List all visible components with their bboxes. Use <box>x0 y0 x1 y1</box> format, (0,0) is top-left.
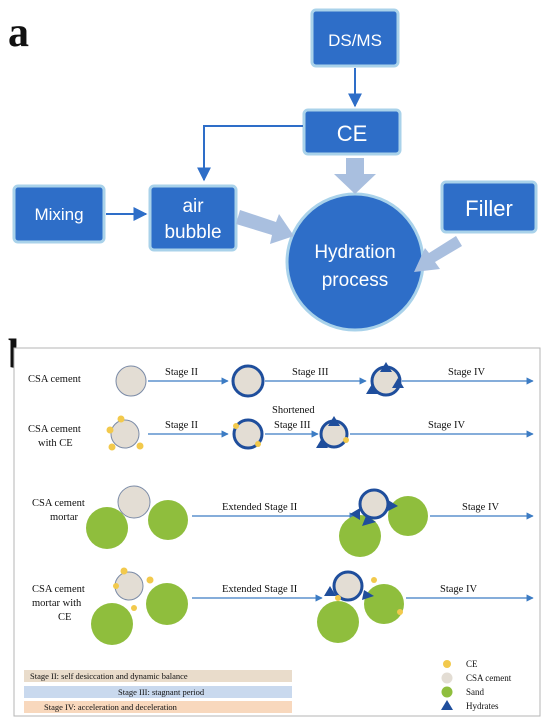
ce-particle-icon <box>108 443 116 451</box>
cement-grain-coated-icon <box>232 418 264 450</box>
ce-particle-icon <box>117 415 125 423</box>
row4-stage4-label: Stage IV <box>440 584 477 595</box>
cement-grain-icon <box>117 485 151 519</box>
sand-grain-icon <box>91 603 133 645</box>
row3-label-line2: mortar <box>50 512 78 523</box>
hydrate-triangle-icon <box>316 438 328 448</box>
row3-label-line1: CSA cement <box>32 498 85 509</box>
air-bubble-line2: bubble <box>164 222 221 243</box>
ce-particle-icon <box>131 605 137 611</box>
hydration-process-node: Hydration process <box>285 192 425 332</box>
row1-label: CSA cement <box>28 374 81 385</box>
cement-grain-hydrated-icon <box>332 570 364 602</box>
hydrate-triangle-icon <box>362 516 376 526</box>
ce-label: CE <box>337 121 368 146</box>
row1-stage2-label: Stage II <box>165 367 198 378</box>
row4-label-line3: CE <box>58 612 71 623</box>
ce-particle-icon <box>233 423 239 429</box>
filler-box: Filler <box>440 180 538 234</box>
air-bubble-box: air bubble <box>148 184 238 252</box>
ce-particle-icon <box>113 583 119 589</box>
row2-stage4-label: Stage IV <box>428 420 465 431</box>
arrow-ce-to-air-bubble <box>197 125 303 182</box>
row1-stage4-label: Stage IV <box>448 367 485 378</box>
row3-stage-sequence: Extended Stage II Stage IV <box>86 485 534 557</box>
sand-grain-icon <box>388 496 428 536</box>
row2-label-line1: CSA cement <box>28 424 81 435</box>
sand-grain-icon <box>146 583 188 625</box>
mixing-label: Mixing <box>34 205 83 224</box>
stage2-key-bar <box>24 670 292 682</box>
row4-stage-sequence: Extended Stage II Stage IV <box>91 567 534 645</box>
cement-grain-icon <box>115 365 147 397</box>
legend-ce-label: CE <box>466 659 478 669</box>
ce-particle-icon <box>255 441 261 447</box>
cement-grain-icon <box>110 419 140 449</box>
fat-arrow-air-to-hydration <box>236 210 294 244</box>
ce-particle-icon <box>146 576 154 584</box>
row3-stage2-label: Extended Stage II <box>222 502 298 513</box>
ce-box: CE <box>302 108 402 156</box>
row3-stage4-label: Stage IV <box>462 502 499 513</box>
sand-grain-icon <box>148 500 188 540</box>
stage-key: Stage II: self desiccation and dynamic b… <box>24 670 292 713</box>
legend-cement-label: CSA cement <box>466 673 512 683</box>
air-bubble-line1: air <box>182 196 204 217</box>
cement-grain-hydrated-icon <box>358 488 390 520</box>
row4-label-line1: CSA cement <box>32 584 85 595</box>
fat-arrow-filler-to-hydration <box>414 236 462 272</box>
ce-particle-icon <box>136 442 144 450</box>
symbol-legend: CE CSA cement Sand Hydrates <box>441 659 512 711</box>
stage3-key-text: Stage III: stagnant period <box>118 687 205 697</box>
stage2-key-text: Stage II: self desiccation and dynamic b… <box>30 671 188 681</box>
legend-hydrates-label: Hydrates <box>466 701 499 711</box>
dsms-label: DS/MS <box>328 31 382 50</box>
hydration-line1: Hydration <box>314 242 395 263</box>
row4-label-line2: mortar with <box>32 598 82 609</box>
hydrate-triangle-icon <box>441 700 453 710</box>
hydrate-triangle-icon <box>386 500 398 512</box>
hydrate-triangle-icon <box>380 362 392 372</box>
ce-particle-icon <box>335 595 341 601</box>
row2-shortened-label: Shortened <box>272 405 315 416</box>
stage4-key-text: Stage IV: acceleration and deceleration <box>44 702 178 712</box>
row2-stage2-label: Stage II <box>165 420 198 431</box>
fat-arrow-ce-to-hydration <box>334 158 376 194</box>
ce-particle-icon <box>443 660 451 668</box>
legend-sand-label: Sand <box>466 687 485 697</box>
sand-grain-icon <box>317 601 359 643</box>
dsms-box: DS/MS <box>310 8 400 68</box>
hydrate-triangle-icon <box>362 590 374 600</box>
hydrate-triangle-icon <box>324 586 336 596</box>
hydrate-triangle-icon <box>350 508 360 520</box>
row4-stage2-label: Extended Stage II <box>222 584 298 595</box>
sand-grain-icon <box>86 507 128 549</box>
row2-stage-sequence: Stage II Shortened Stage III Stage IV <box>106 405 534 451</box>
sand-grain-icon <box>339 515 381 557</box>
cement-grain-icon <box>114 571 144 601</box>
sand-grain-icon <box>364 584 404 624</box>
ce-particle-icon <box>106 426 114 434</box>
stage4-key-bar <box>24 701 292 713</box>
ce-particle-icon <box>120 567 128 575</box>
sand-grain-icon <box>441 686 453 698</box>
row2-label-line2: with CE <box>38 438 73 449</box>
row1-stage3-label: Stage III <box>292 367 329 378</box>
stage3-key-bar <box>24 686 292 698</box>
filler-label: Filler <box>465 196 513 221</box>
panel-a-letter: a <box>8 10 29 56</box>
row1-stage-sequence: Stage II Stage III Stage IV <box>115 362 534 398</box>
hydrate-triangle-icon <box>366 384 378 394</box>
cement-grain-coated-icon <box>231 364 265 398</box>
row2-stage3-label: Stage III <box>274 420 311 431</box>
hydrate-triangle-icon <box>392 378 404 388</box>
mixing-box: Mixing <box>12 184 106 244</box>
hydrate-triangle-icon <box>328 416 340 426</box>
ce-particle-icon <box>343 437 349 443</box>
ce-particle-icon <box>397 609 403 615</box>
cement-grain-icon <box>441 672 453 684</box>
hydration-line2: process <box>322 270 389 291</box>
ce-particle-icon <box>371 577 377 583</box>
